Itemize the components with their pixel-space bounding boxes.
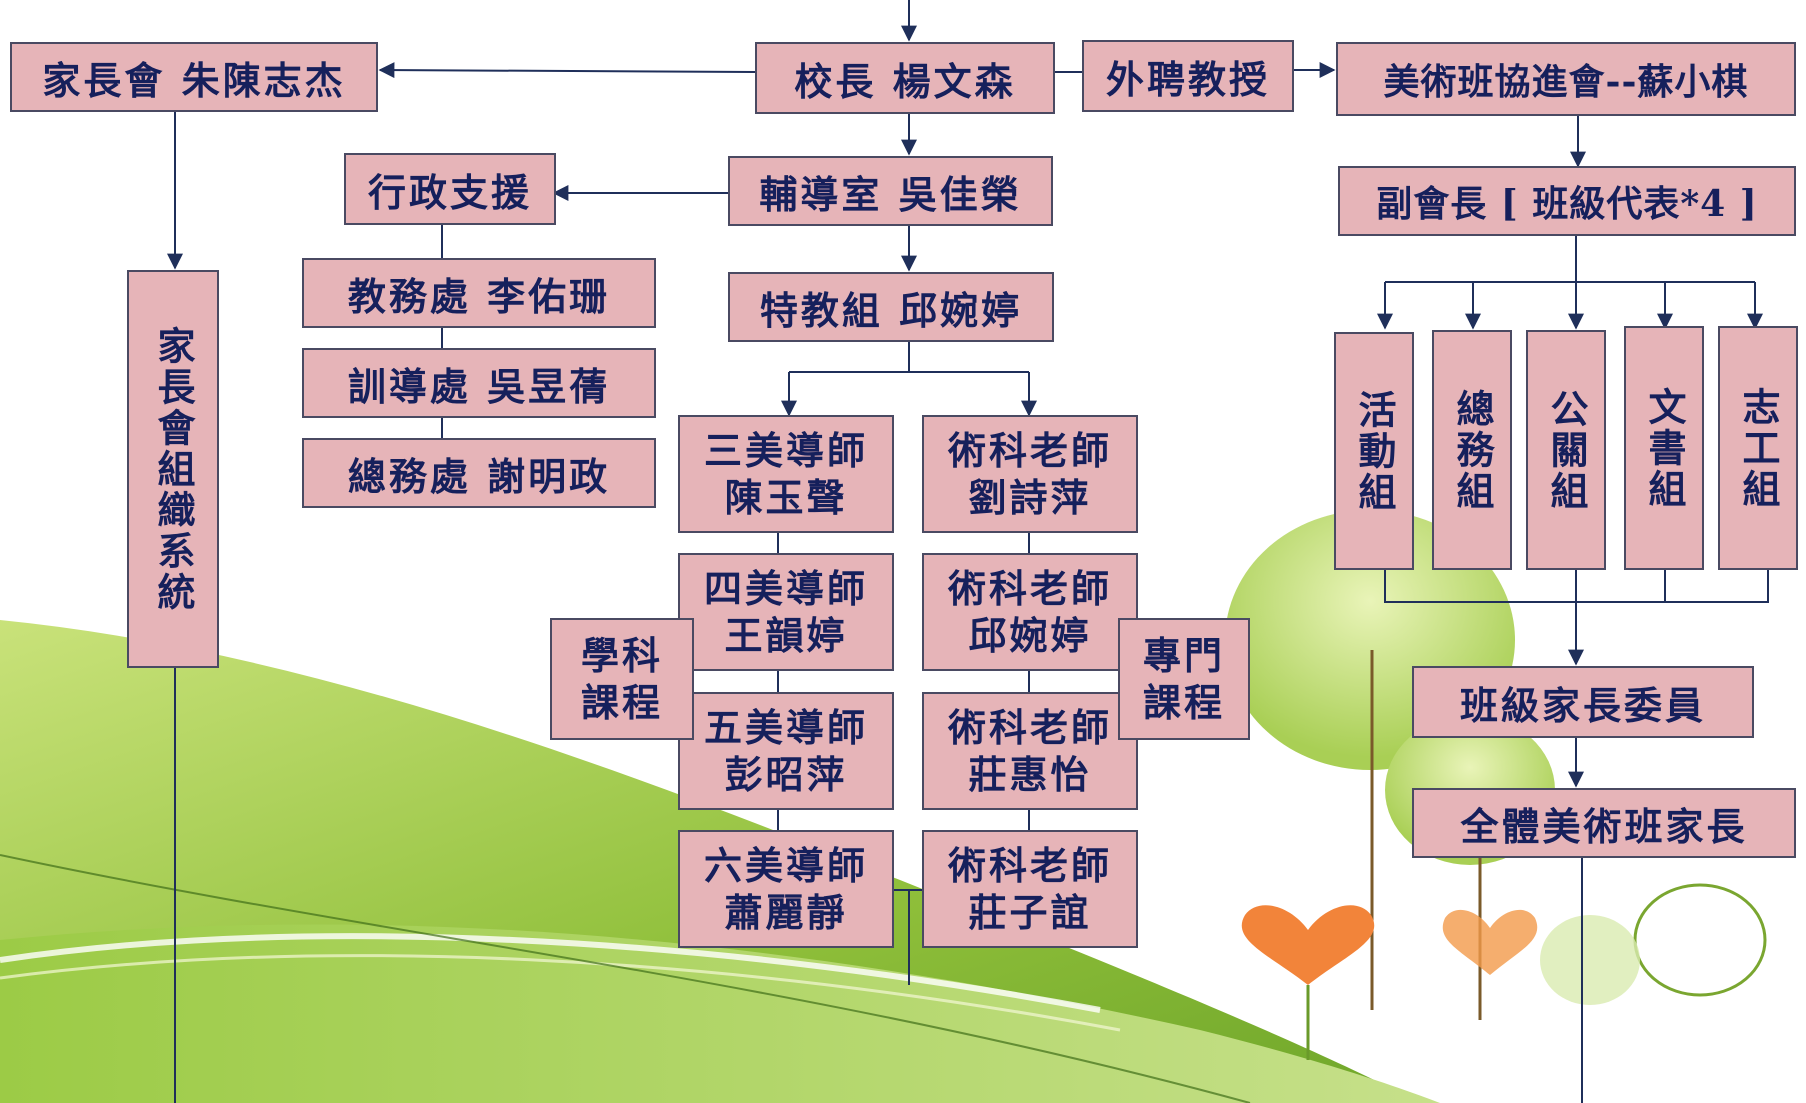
homeroom-teacher-name: 蕭麗靜 <box>724 890 848 935</box>
principal-box: 校長 楊文森 <box>755 42 1055 114</box>
homeroom-teacher-name: 王韻婷 <box>724 613 848 658</box>
counseling-office-label: 輔導室 吳佳榮 <box>759 171 1022 217</box>
documentation-group-label: 文書組 <box>1642 386 1687 510</box>
public-relations-group-box: 公關組 <box>1526 330 1606 570</box>
homeroom-teacher-title: 三美導師 <box>703 428 868 473</box>
art-teacher-name: 莊子誼 <box>968 890 1092 935</box>
counseling-office-box: 輔導室 吳佳榮 <box>728 156 1053 226</box>
activity-group-box: 活動組 <box>1334 332 1414 570</box>
admin-support-label: 行政支援 <box>367 169 532 215</box>
special-education-box: 特教組 邱婉婷 <box>728 272 1054 342</box>
homeroom-teacher-box: 五美導師彭昭萍 <box>678 692 894 810</box>
homeroom-teacher-title: 五美導師 <box>703 705 868 750</box>
art-teacher-box: 術科老師劉詩萍 <box>922 415 1138 533</box>
documentation-group-box: 文書組 <box>1624 326 1704 570</box>
art-class-association-box: 美術班協進會--蘇小棋 <box>1336 42 1796 116</box>
art-teacher-name: 莊惠怡 <box>968 752 1092 797</box>
general-affairs-group-box: 總務組 <box>1432 330 1512 570</box>
homeroom-teacher-box: 六美導師蕭麗靜 <box>678 830 894 948</box>
student-affairs-box: 訓導處 吳昱蒨 <box>302 348 656 418</box>
general-affairs-box: 總務處 謝明政 <box>302 438 656 508</box>
art-teacher-box: 術科老師莊惠怡 <box>922 692 1138 810</box>
parent-association-label: 家長會 朱陳志杰 <box>42 57 346 103</box>
student-affairs-label: 訓導處 吳昱蒨 <box>347 363 611 409</box>
parent-association-box: 家長會 朱陳志杰 <box>10 42 378 112</box>
all-parents-label: 全體美術班家長 <box>1460 803 1748 849</box>
external-professor-label: 外聘教授 <box>1105 56 1270 102</box>
vice-president-label: 副會長 [ 班級代表*4 ] <box>1376 183 1758 225</box>
homeroom-teacher-box: 三美導師陳玉聲 <box>678 415 894 533</box>
art-teacher-box: 術科老師莊子誼 <box>922 830 1138 948</box>
homeroom-teacher-name: 陳玉聲 <box>724 475 848 520</box>
art-teacher-title: 術科老師 <box>947 428 1112 473</box>
art-class-association-label: 美術班協進會--蘇小棋 <box>1383 61 1749 103</box>
admin-support-box: 行政支援 <box>344 153 556 225</box>
general-affairs-group-label: 總務組 <box>1450 388 1495 512</box>
art-teacher-title: 術科老師 <box>947 566 1112 611</box>
art-teacher-title: 術科老師 <box>947 705 1112 750</box>
parent-org-system-label: 家長會組織系統 <box>151 325 196 613</box>
general-affairs-label: 總務處 謝明政 <box>347 453 611 499</box>
homeroom-teacher-title: 六美導師 <box>703 843 868 888</box>
art-teacher-name: 邱婉婷 <box>968 613 1092 658</box>
public-relations-group-label: 公關組 <box>1544 388 1589 512</box>
academic-affairs-box: 教務處 李佑珊 <box>302 258 656 328</box>
art-teacher-name: 劉詩萍 <box>968 475 1092 520</box>
special-education-label: 特教組 邱婉婷 <box>759 287 1023 333</box>
homeroom-teacher-box: 四美導師王韻婷 <box>678 553 894 671</box>
homeroom-teacher-title: 四美導師 <box>703 566 868 611</box>
volunteer-group-label: 志工組 <box>1736 386 1781 510</box>
activity-group-label: 活動組 <box>1352 389 1397 513</box>
academic-course-box: 學科課程 <box>550 618 694 740</box>
specialized-course-label-1: 專門 <box>1142 633 1225 678</box>
specialized-course-box: 專門課程 <box>1118 618 1250 740</box>
academic-course-label-1: 學科 <box>580 633 663 678</box>
class-parent-committee-box: 班級家長委員 <box>1412 666 1754 738</box>
parent-org-system-box: 家長會組織系統 <box>127 270 219 668</box>
external-professor-box: 外聘教授 <box>1082 40 1294 112</box>
principal-label: 校長 楊文森 <box>794 58 1016 104</box>
homeroom-teacher-name: 彭昭萍 <box>724 752 848 797</box>
art-teacher-box: 術科老師邱婉婷 <box>922 553 1138 671</box>
class-parent-committee-label: 班級家長委員 <box>1459 682 1706 728</box>
academic-affairs-label: 教務處 李佑珊 <box>347 273 611 319</box>
vice-president-box: 副會長 [ 班級代表*4 ] <box>1338 166 1796 236</box>
academic-course-label-2: 課程 <box>580 680 663 725</box>
all-parents-box: 全體美術班家長 <box>1412 788 1796 858</box>
art-teacher-title: 術科老師 <box>947 843 1112 888</box>
specialized-course-label-2: 課程 <box>1142 680 1225 725</box>
volunteer-group-box: 志工組 <box>1718 326 1798 570</box>
